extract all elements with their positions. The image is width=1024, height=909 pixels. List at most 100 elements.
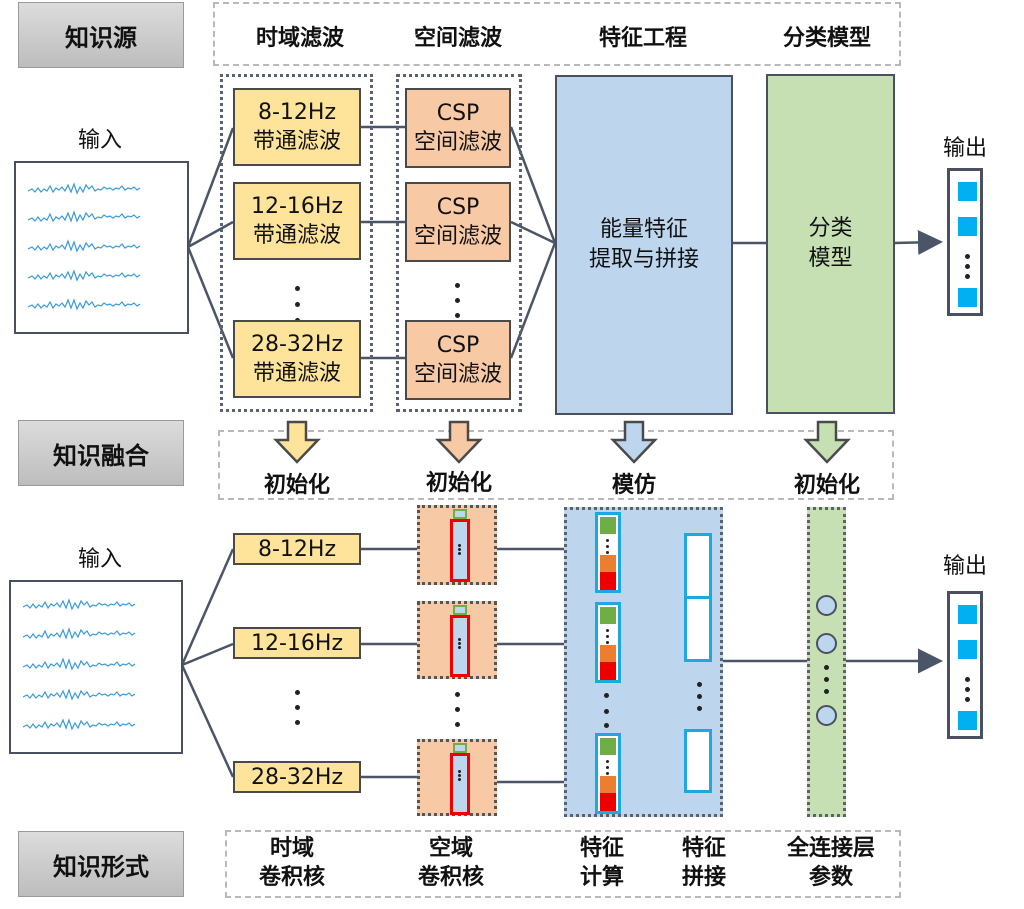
output-unit xyxy=(958,640,977,659)
feature-vector-1 xyxy=(595,512,621,593)
row-label-knowledge-fusion: 知识融合 xyxy=(18,420,184,486)
csp-name: 空间滤波 xyxy=(413,224,502,249)
fusion-label-spatial: 初始化 xyxy=(425,471,492,496)
fusion-box xyxy=(218,430,894,500)
ellipsis-dot xyxy=(295,690,300,695)
spatial-conv-kernel-3 xyxy=(417,739,497,816)
feature-vector-2 xyxy=(595,602,621,683)
bandpass-filter-1: 8-12Hz 带通滤波 xyxy=(233,88,361,166)
spatial-filter-group xyxy=(396,74,522,412)
temporal-conv-filter-2: 12-16Hz xyxy=(233,627,361,659)
form-fc-params: 全连接层参数 xyxy=(786,836,875,890)
top-output-vector xyxy=(947,168,983,316)
top-input-label: 输入 xyxy=(77,128,122,153)
temporal-filter-group xyxy=(220,74,373,412)
form-feature-compute: 特征计算 xyxy=(579,836,624,890)
spatial-conv-kernel-1 xyxy=(417,505,497,585)
down-arrow-icon xyxy=(610,420,658,464)
ellipsis-dot xyxy=(295,705,300,710)
csp-name: 空间滤波 xyxy=(413,362,502,387)
ellipsis-dot xyxy=(824,677,829,682)
output-unit xyxy=(958,605,977,624)
feature-vector-3 xyxy=(595,733,621,814)
header-classifier: 分类模型 xyxy=(782,26,871,51)
fc-node xyxy=(816,705,837,726)
fc-node xyxy=(816,595,837,616)
temporal-conv-filter-1: 8-12Hz xyxy=(233,533,361,565)
bandpass-filter-2: 12-16Hz 带通滤波 xyxy=(233,182,361,260)
classifier-block-line1: 分类 xyxy=(808,216,853,241)
knowledge-form-box xyxy=(225,830,901,898)
bottom-eeg-signal xyxy=(9,580,183,754)
ellipsis-dot xyxy=(824,665,829,670)
down-arrow-icon xyxy=(435,420,483,464)
row-label-knowledge-source: 知识源 xyxy=(18,2,184,68)
fusion-label-temporal: 初始化 xyxy=(263,473,330,498)
spatial-conv-kernel-2 xyxy=(417,601,497,679)
ellipsis-dot xyxy=(965,677,970,682)
eeg-waveform-icon xyxy=(27,182,141,311)
fusion-label-feature: 模仿 xyxy=(611,473,656,498)
bandpass-freq: 8-12Hz xyxy=(257,100,337,125)
output-unit xyxy=(958,182,977,201)
bandpass-freq: 28-32Hz xyxy=(250,332,344,357)
bottom-input-label: 输入 xyxy=(77,547,122,572)
ellipsis-dot xyxy=(455,722,460,727)
csp-title: CSP xyxy=(436,101,480,126)
ellipsis-dot xyxy=(965,697,970,702)
ellipsis-dot xyxy=(965,274,970,279)
csp-filter-1: CSP 空间滤波 xyxy=(405,88,511,168)
fusion-arrows xyxy=(273,420,851,464)
bandpass-name: 带通滤波 xyxy=(252,129,341,154)
form-feature-concat: 特征拼接 xyxy=(681,836,726,890)
bottom-output-vector xyxy=(947,591,983,739)
output-unit xyxy=(958,711,977,730)
feature-block-line2: 提取与拼接 xyxy=(588,247,699,272)
ellipsis-dot xyxy=(965,254,970,259)
feature-extraction-block: 能量特征 提取与拼接 xyxy=(555,75,733,415)
header-temporal-filter: 时域滤波 xyxy=(255,26,344,51)
down-arrow-icon xyxy=(273,420,321,464)
top-eeg-signal xyxy=(14,161,189,334)
bandpass-filter-3: 28-32Hz 带通滤波 xyxy=(233,320,361,398)
csp-filter-2: CSP 空间滤波 xyxy=(405,182,511,262)
feature-block-line1: 能量特征 xyxy=(599,217,688,242)
concat-unit-2 xyxy=(684,596,712,662)
stage-header-box xyxy=(213,2,901,66)
ellipsis-dot xyxy=(455,692,460,697)
top-output-label: 输出 xyxy=(942,136,987,161)
concat-unit-3 xyxy=(684,729,712,793)
ellipsis-dot xyxy=(455,283,460,288)
ellipsis-dot xyxy=(604,693,609,698)
temporal-conv-filter-3: 28-32Hz xyxy=(233,761,361,793)
concat-unit-1 xyxy=(684,533,712,599)
csp-title: CSP xyxy=(436,333,480,358)
output-unit xyxy=(958,217,977,236)
header-feature-engineering: 特征工程 xyxy=(598,26,687,51)
form-temporal-kernel: 时域卷积核 xyxy=(258,836,325,890)
eeg-waveform-icon xyxy=(22,598,136,731)
ellipsis-dot xyxy=(455,707,460,712)
ellipsis-dot xyxy=(824,689,829,694)
ellipsis-dot xyxy=(295,720,300,725)
ellipsis-dot xyxy=(455,298,460,303)
csp-filter-3: CSP 空间滤波 xyxy=(405,320,511,400)
ellipsis-dot xyxy=(295,302,300,307)
ellipsis-dot xyxy=(965,687,970,692)
ellipsis-dot xyxy=(455,313,460,318)
form-spatial-kernel: 空域卷积核 xyxy=(417,836,484,890)
ellipsis-dot xyxy=(697,682,702,687)
bottom-output-label: 输出 xyxy=(942,554,987,579)
ellipsis-dot xyxy=(604,723,609,728)
csp-name: 空间滤波 xyxy=(413,130,502,155)
csp-title: CSP xyxy=(436,195,480,220)
classifier-block: 分类 模型 xyxy=(766,74,895,414)
ellipsis-dot xyxy=(697,694,702,699)
header-spatial-filter: 空间滤波 xyxy=(413,26,502,51)
ellipsis-dot xyxy=(295,286,300,291)
bandpass-name: 带通滤波 xyxy=(252,361,341,386)
ellipsis-dot xyxy=(965,264,970,269)
fc-node xyxy=(816,633,837,654)
ellipsis-dot xyxy=(604,709,609,714)
fully-connected-layer xyxy=(807,507,846,817)
